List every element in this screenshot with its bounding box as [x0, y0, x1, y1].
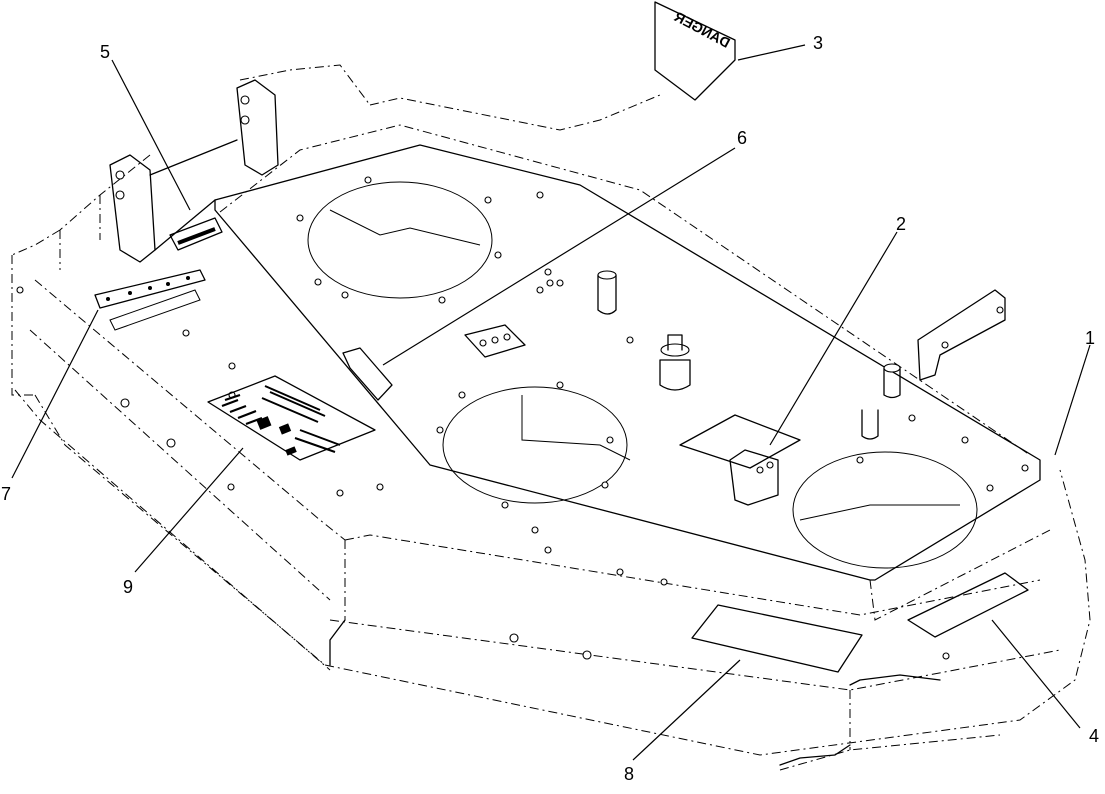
front-bumper [329, 526, 950, 766]
danger-decal-text: DANGER [672, 8, 733, 51]
callout-2: 2 [896, 214, 906, 234]
callout-5: 5 [100, 42, 110, 62]
danger-decal: DANGER [654, 1, 736, 101]
leader-9 [134, 447, 244, 573]
leader-8 [632, 659, 741, 761]
leader-4 [991, 619, 1081, 729]
callout-labels: 1 2 3 4 5 6 7 8 9 [1, 33, 1099, 784]
leader-1 [1054, 344, 1091, 456]
leader-7 [11, 309, 99, 479]
callout-7: 7 [1, 484, 11, 504]
leader-3 [737, 44, 806, 61]
hitch-decal [169, 217, 223, 251]
leader-lines [11, 44, 1091, 761]
callout-3: 3 [813, 33, 823, 53]
front-decal [691, 604, 863, 673]
deck-shell [11, 64, 1091, 771]
right-rear-bracket [917, 289, 1006, 381]
belt-routing-decal [342, 347, 393, 401]
mandrel-opening-left [307, 181, 493, 299]
callout-8: 8 [624, 764, 634, 784]
leader-5 [111, 59, 191, 211]
left-side-panel [16, 286, 384, 497]
callout-9: 9 [123, 577, 133, 597]
hitch-brackets [109, 79, 279, 263]
spindles [597, 270, 901, 440]
side-decal [907, 572, 1029, 638]
leader-2 [769, 231, 898, 446]
callout-6: 6 [737, 128, 747, 148]
mandrel-opening-center [442, 386, 628, 504]
mounting-plate [464, 324, 526, 358]
callout-1: 1 [1085, 328, 1095, 348]
instruction-decal [207, 375, 376, 461]
callout-4: 4 [1089, 726, 1099, 746]
top-plate [214, 124, 1051, 621]
leader-6 [382, 147, 736, 366]
idler-plate [679, 414, 801, 506]
mandrel-opening-right [792, 451, 978, 569]
height-of-cut-decal [94, 269, 206, 309]
